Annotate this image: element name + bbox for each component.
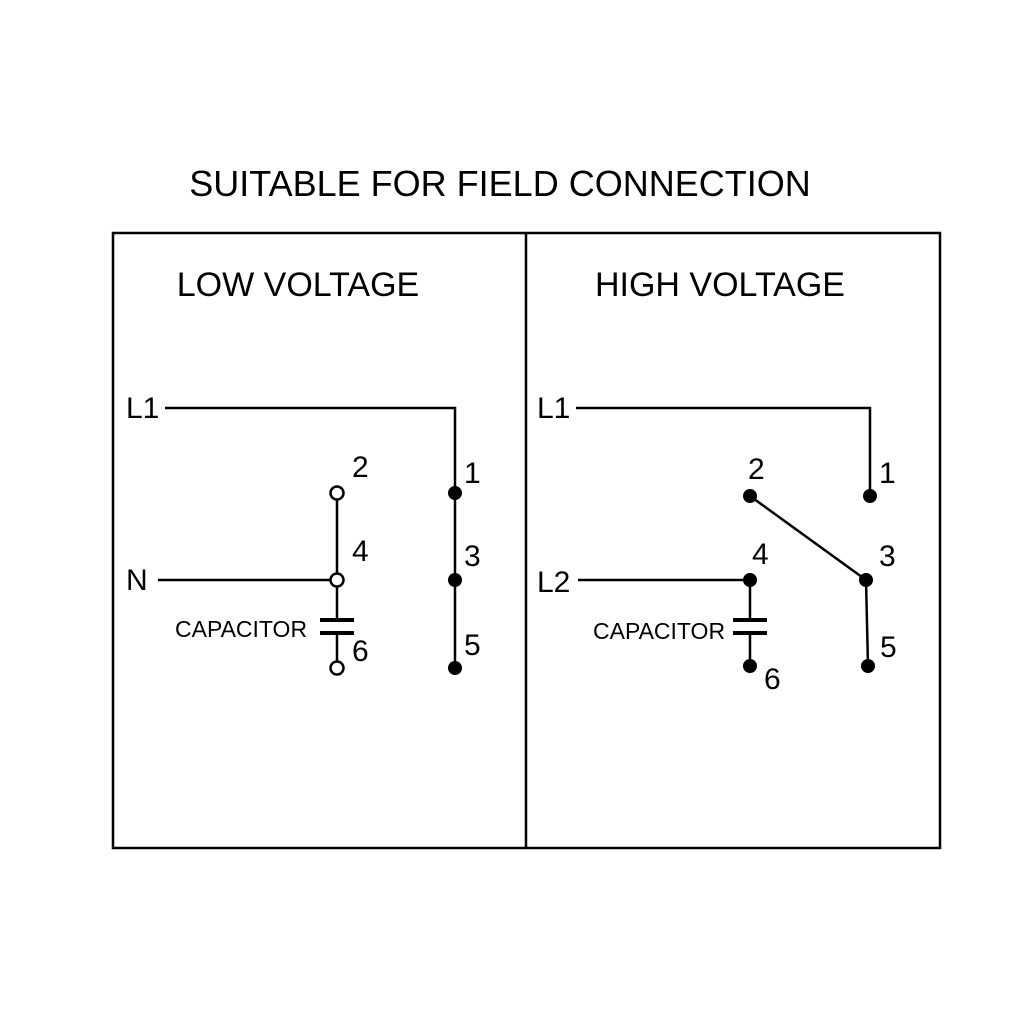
low-terminal-4-dot [329, 572, 345, 588]
high-jumper-2-3-wire [749, 494, 867, 582]
high-terminal-5-label: 5 [880, 631, 897, 664]
high-terminal-1-label: 1 [879, 457, 896, 490]
high-capacitor-symbol [733, 580, 767, 666]
low-l1-label: L1 [126, 392, 159, 425]
high-l2-label: L2 [537, 566, 570, 599]
diagram-title: SUITABLE FOR FIELD CONNECTION [189, 163, 810, 204]
low-terminal-3-dot [448, 573, 462, 587]
low-terminal-5-label: 5 [464, 629, 481, 662]
low-terminal-2-dot [329, 485, 345, 501]
high-l1-wire [576, 406, 872, 496]
low-capacitor-symbol [320, 580, 354, 668]
high-terminal-5-dot [861, 659, 875, 673]
low-terminal-5-dot [448, 661, 462, 675]
low-voltage-panel: LOW VOLTAGE L1 N CAPACITOR [126, 266, 481, 676]
high-capacitor-label: CAPACITOR [593, 618, 725, 644]
low-capacitor-label: CAPACITOR [175, 616, 307, 642]
high-terminal-3-label: 3 [879, 540, 896, 573]
high-l1-label: L1 [537, 392, 570, 425]
high-voltage-heading: HIGH VOLTAGE [595, 266, 845, 304]
low-voltage-heading: LOW VOLTAGE [177, 266, 419, 304]
low-terminal-2-label: 2 [352, 451, 369, 484]
low-terminal-3-label: 3 [464, 540, 481, 573]
high-terminal-4-label: 4 [752, 538, 769, 571]
high-terminal-3-dot [859, 573, 873, 587]
high-terminal-1-dot [863, 489, 877, 503]
high-terminal-6-dot [743, 659, 757, 673]
low-n-label: N [126, 564, 148, 597]
low-terminal-1-dot [448, 486, 462, 500]
low-terminal-6-label: 6 [352, 635, 369, 668]
low-terminal-4-label: 4 [352, 535, 369, 568]
low-terminal-6-dot [329, 660, 345, 676]
high-terminal-2-label: 2 [748, 453, 765, 486]
high-jumper-3-5-wire [864, 579, 870, 667]
high-voltage-panel: HIGH VOLTAGE L1 L2 CAPACITOR [537, 266, 897, 696]
high-terminal-4-dot [743, 573, 757, 587]
high-terminal-2-dot [743, 489, 757, 503]
low-terminal-1-label: 1 [464, 457, 481, 490]
high-terminal-6-label: 6 [764, 663, 781, 696]
